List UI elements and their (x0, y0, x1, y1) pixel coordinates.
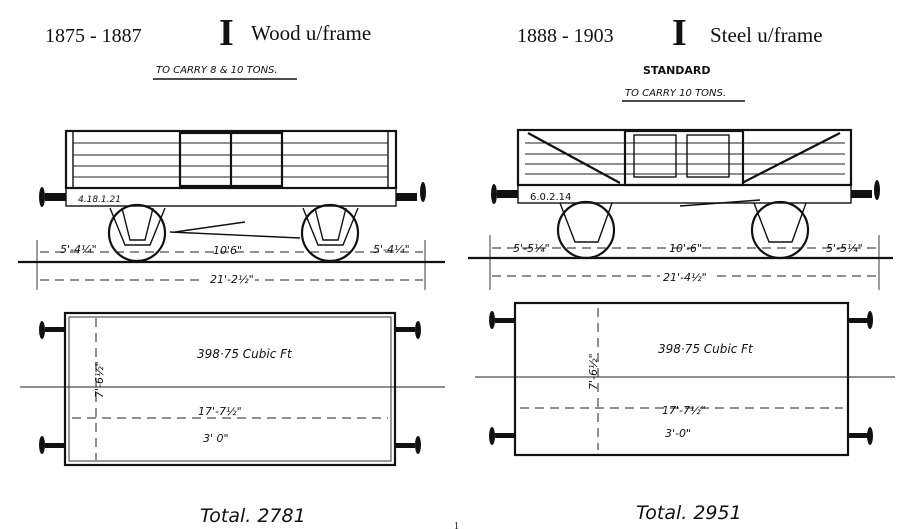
left-wheel-icon (107, 203, 167, 263)
right-dim-overhang-left: 5'-5¼" (513, 242, 550, 255)
right-dim-inner-length: 17'-7½" (662, 404, 706, 417)
left-dim-door: 3' 0" (203, 432, 229, 445)
plan-buffers-icon (39, 321, 421, 454)
right-capacity-caption: TO CARRY 10 TONS. (625, 88, 726, 99)
right-dim-width: 7'-6½" (587, 353, 600, 390)
left-capacity-caption: TO CARRY 8 & 10 TONS. (156, 65, 278, 76)
left-dim-overhang-left: 5'-4¼" (60, 243, 97, 256)
left-side-elevation: 4.18.1.21 5'-4¼" 10'6" 5'-4¼" 21'-2½" (18, 129, 445, 290)
left-dim-width: 7'-6½" (93, 361, 106, 398)
right-capacity: 398·75 Cubic Ft (658, 342, 754, 356)
right-wagon-body (516, 128, 853, 187)
right-frame-type: Steel u/frame (710, 23, 823, 47)
right-wheel-icon (750, 200, 810, 260)
brake-gear (169, 221, 301, 239)
right-dim-overhang-right: 5'-5¼" (826, 242, 863, 255)
right-years: 1888 - 1903 (517, 25, 614, 47)
left-frame-type: Wood u/frame (251, 21, 371, 45)
right-wagon-number: 6.0.2.14 (530, 192, 571, 203)
page-number: 1 (454, 521, 459, 529)
right-wagon-panel: 1888 - 1903 I Steel u/frame STANDARD TO … (468, 12, 895, 524)
right-buffer-icon (396, 182, 426, 202)
right-dim-wheelbase: 10'-6" (669, 242, 702, 255)
axlebox-icon (109, 207, 166, 246)
right-plan-view: 7'-6½" 398·75 Cubic Ft 17'-7½" 3'-0" (475, 301, 895, 457)
right-total: Total. 2951 (636, 502, 742, 524)
axlebox-icon (753, 202, 807, 243)
right-wheel-icon (300, 203, 360, 263)
right-dim-door: 3'-0" (665, 427, 691, 440)
left-plan-outline (63, 311, 397, 467)
right-side-elevation: 6.0.2.14 5'-5¼" 10'-6" 5'-5¼" 21'-4½" (468, 128, 893, 290)
left-buffer-icon (491, 184, 518, 204)
left-dim-overhang-right: 5'-4¼" (373, 243, 410, 256)
right-buffer-icon (851, 180, 880, 200)
right-plan-outline (513, 301, 850, 457)
right-standard-heading: STANDARD (643, 64, 711, 77)
axlebox-icon (559, 202, 613, 243)
left-wagon-number: 4.18.1.21 (78, 195, 121, 205)
right-dim-overall: 21'-4½" (663, 271, 707, 284)
left-years: 1875 - 1887 (45, 25, 142, 47)
left-dim-inner-length: 17'-7½" (198, 405, 242, 418)
left-plan-view: 7'-6½" 398·75 Cubic Ft 17'-7½" 3' 0" (20, 311, 445, 467)
plan-buffers-icon (489, 311, 873, 445)
diagonal-brace (741, 132, 841, 184)
right-class-mark: I (672, 12, 687, 54)
left-wheel-icon (556, 200, 616, 260)
left-dim-overall: 21'-2½" (210, 273, 254, 286)
brake-gear (679, 199, 761, 207)
left-class-mark: I (219, 12, 234, 54)
diagonal-brace (527, 132, 621, 184)
left-capacity: 398·75 Cubic Ft (197, 347, 293, 361)
left-total: Total. 2781 (200, 505, 306, 527)
left-wagon-panel: 1875 - 1887 I Wood u/frame TO CARRY 8 & … (18, 12, 445, 527)
left-buffer-icon (39, 187, 66, 207)
left-dim-wheelbase: 10'6" (213, 244, 242, 257)
axlebox-icon (302, 207, 359, 246)
